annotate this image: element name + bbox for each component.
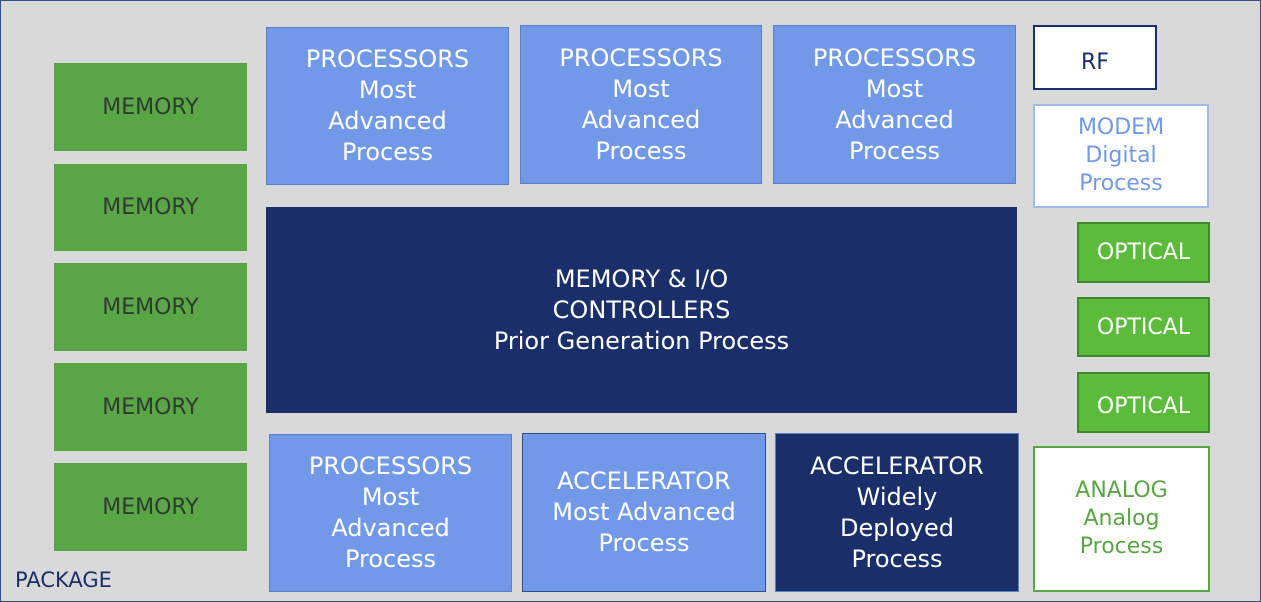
block-line: Prior Generation Process: [493, 326, 790, 355]
optical-label: OPTICAL: [1096, 240, 1191, 265]
memory-io-controller-block: MEMORY & I/O CONTROLLERS Prior Generatio…: [266, 207, 1017, 413]
package-label: PACKAGE: [15, 568, 112, 592]
block-line: Process: [1079, 534, 1164, 559]
processor-block-top-1: PROCESSORS Most Advanced Process: [266, 27, 509, 185]
block-line: Most: [361, 483, 420, 511]
processor-block-top-3: PROCESSORS Most Advanced Process: [773, 25, 1016, 184]
memory-label: MEMORY: [102, 94, 199, 120]
block-line: Process: [344, 545, 437, 573]
memory-block-5: MEMORY: [54, 463, 247, 551]
block-line: Digital: [1085, 143, 1157, 168]
block-line: Advanced: [331, 514, 450, 542]
block-line: Process: [598, 529, 690, 557]
block-line: Process: [595, 136, 687, 165]
block-title: MODEM: [1077, 115, 1165, 140]
memory-block-1: MEMORY: [54, 63, 247, 151]
block-line: Analog: [1083, 506, 1160, 531]
block-title: MEMORY & I/O: [554, 264, 729, 293]
memory-label: MEMORY: [102, 294, 199, 320]
block-line: Deployed: [839, 513, 955, 542]
modem-block: MODEM Digital Process: [1033, 104, 1209, 208]
analog-block: ANALOG Analog Process: [1033, 446, 1210, 592]
block-title: ANALOG: [1075, 478, 1168, 503]
block-title: ACCELERATOR: [557, 467, 731, 495]
block-line: Most: [358, 76, 417, 104]
block-line: Advanced: [581, 105, 701, 134]
block-line: Advanced: [835, 105, 954, 134]
block-title: PROCESSORS: [559, 43, 723, 72]
optical-label: OPTICAL: [1096, 314, 1191, 340]
block-line: Widely: [856, 482, 938, 511]
optical-label: OPTICAL: [1096, 394, 1191, 419]
optical-block-3: OPTICAL: [1077, 372, 1210, 433]
memory-label: MEMORY: [102, 394, 199, 420]
rf-label: RF: [1081, 50, 1109, 75]
memory-block-4: MEMORY: [54, 363, 247, 451]
block-title: PROCESSORS: [305, 45, 470, 73]
memory-block-3: MEMORY: [54, 263, 247, 351]
block-line: Process: [341, 138, 434, 166]
block-line: CONTROLLERS: [552, 295, 731, 324]
processor-block-top-2: PROCESSORS Most Advanced Process: [520, 25, 762, 184]
accelerator-block-advanced: ACCELERATOR Most Advanced Process: [522, 433, 766, 592]
block-title: ACCELERATOR: [810, 451, 984, 480]
processor-block-bottom: PROCESSORS Most Advanced Process: [269, 434, 512, 592]
block-title: PROCESSORS: [308, 452, 473, 480]
memory-label: MEMORY: [102, 195, 199, 220]
rf-block: RF: [1033, 25, 1157, 90]
block-line: Most: [865, 74, 924, 103]
optical-block-2: OPTICAL: [1077, 297, 1210, 357]
block-line: Most Advanced: [552, 498, 736, 526]
optical-block-1: OPTICAL: [1077, 222, 1210, 283]
block-line: Advanced: [328, 107, 447, 135]
block-line: Process: [1079, 171, 1163, 196]
memory-block-2: MEMORY: [54, 164, 247, 251]
block-title: PROCESSORS: [812, 43, 977, 72]
block-line: Process: [851, 544, 943, 573]
block-line: Process: [848, 136, 941, 165]
block-line: Most: [612, 74, 670, 103]
accelerator-block-widely-deployed: ACCELERATOR Widely Deployed Process: [775, 433, 1019, 592]
memory-label: MEMORY: [102, 494, 199, 520]
